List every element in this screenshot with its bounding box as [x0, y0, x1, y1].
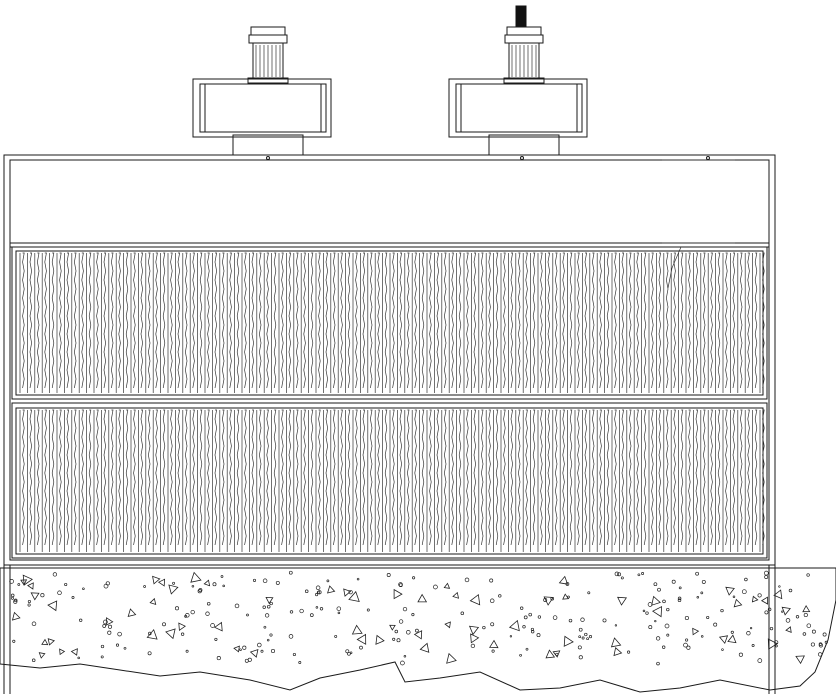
concrete-foundation	[0, 565, 836, 694]
fan-right	[448, 5, 588, 156]
fan-right-motor	[503, 5, 545, 84]
filter-panel-lower	[11, 402, 768, 559]
fan-left	[192, 26, 332, 156]
fan-right-dark-cap	[515, 5, 527, 27]
leader-line-mark	[662, 159, 735, 289]
filter-panel-upper	[11, 246, 768, 400]
fan-left-motor	[247, 26, 289, 84]
